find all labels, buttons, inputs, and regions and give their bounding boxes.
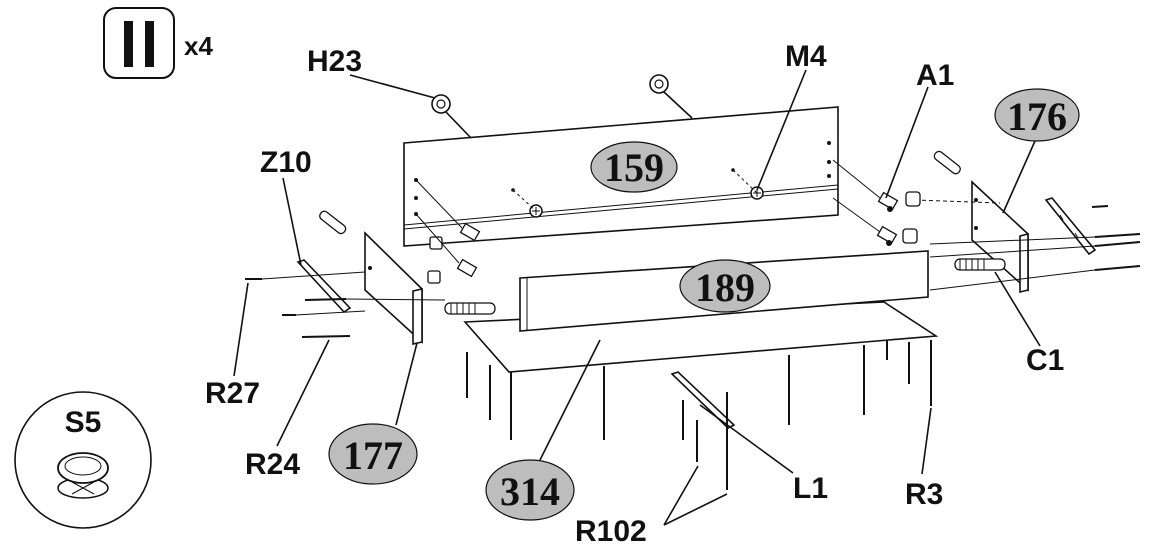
step-multiplier: x4 — [184, 31, 213, 61]
l1-rail — [670, 371, 736, 490]
step-indicator: x4 — [103, 7, 213, 79]
panel-314: 314 — [463, 301, 939, 521]
part-number-177: 177 — [343, 433, 403, 478]
part-number-189: 189 — [695, 265, 755, 310]
s5-callout: S5 — [14, 391, 152, 529]
part-number-159: 159 — [604, 145, 664, 190]
badge-189 — [679, 259, 771, 313]
badge-176 — [994, 88, 1080, 142]
pause-bars-icon — [103, 7, 175, 79]
leader-lines — [233, 69, 1041, 526]
label-r102: R102 — [575, 515, 647, 548]
panel-177: 177 — [328, 231, 423, 485]
part-number-176: 176 — [1007, 94, 1067, 139]
panel-176: 176 — [971, 88, 1080, 294]
label-s5: S5 — [65, 406, 102, 439]
badge-177 — [328, 423, 418, 485]
part-number-314: 314 — [500, 469, 560, 514]
label-r27: R27 — [205, 377, 260, 410]
panel-159: 159 — [403, 106, 839, 247]
label-z10: Z10 — [260, 146, 312, 179]
panel-189: 189 — [519, 250, 929, 332]
label-c1: C1 — [1026, 344, 1064, 377]
bumper-icon — [57, 452, 109, 499]
label-m4: M4 — [785, 40, 827, 73]
part-labels: H23 M4 A1 Z10 R27 R24 C1 L1 R3 R102 — [205, 40, 1064, 548]
label-a1: A1 — [916, 59, 954, 92]
badge-314 — [485, 459, 575, 521]
label-r3: R3 — [905, 478, 943, 511]
label-l1: L1 — [793, 472, 828, 505]
label-h23: H23 — [307, 45, 362, 78]
label-r24: R24 — [245, 448, 300, 481]
right-rail — [914, 197, 1141, 291]
right-fittings — [832, 150, 1006, 271]
left-fittings — [245, 179, 496, 338]
r3-screws — [466, 340, 932, 440]
badge-159 — [590, 141, 678, 193]
h23-knobs — [431, 74, 693, 139]
